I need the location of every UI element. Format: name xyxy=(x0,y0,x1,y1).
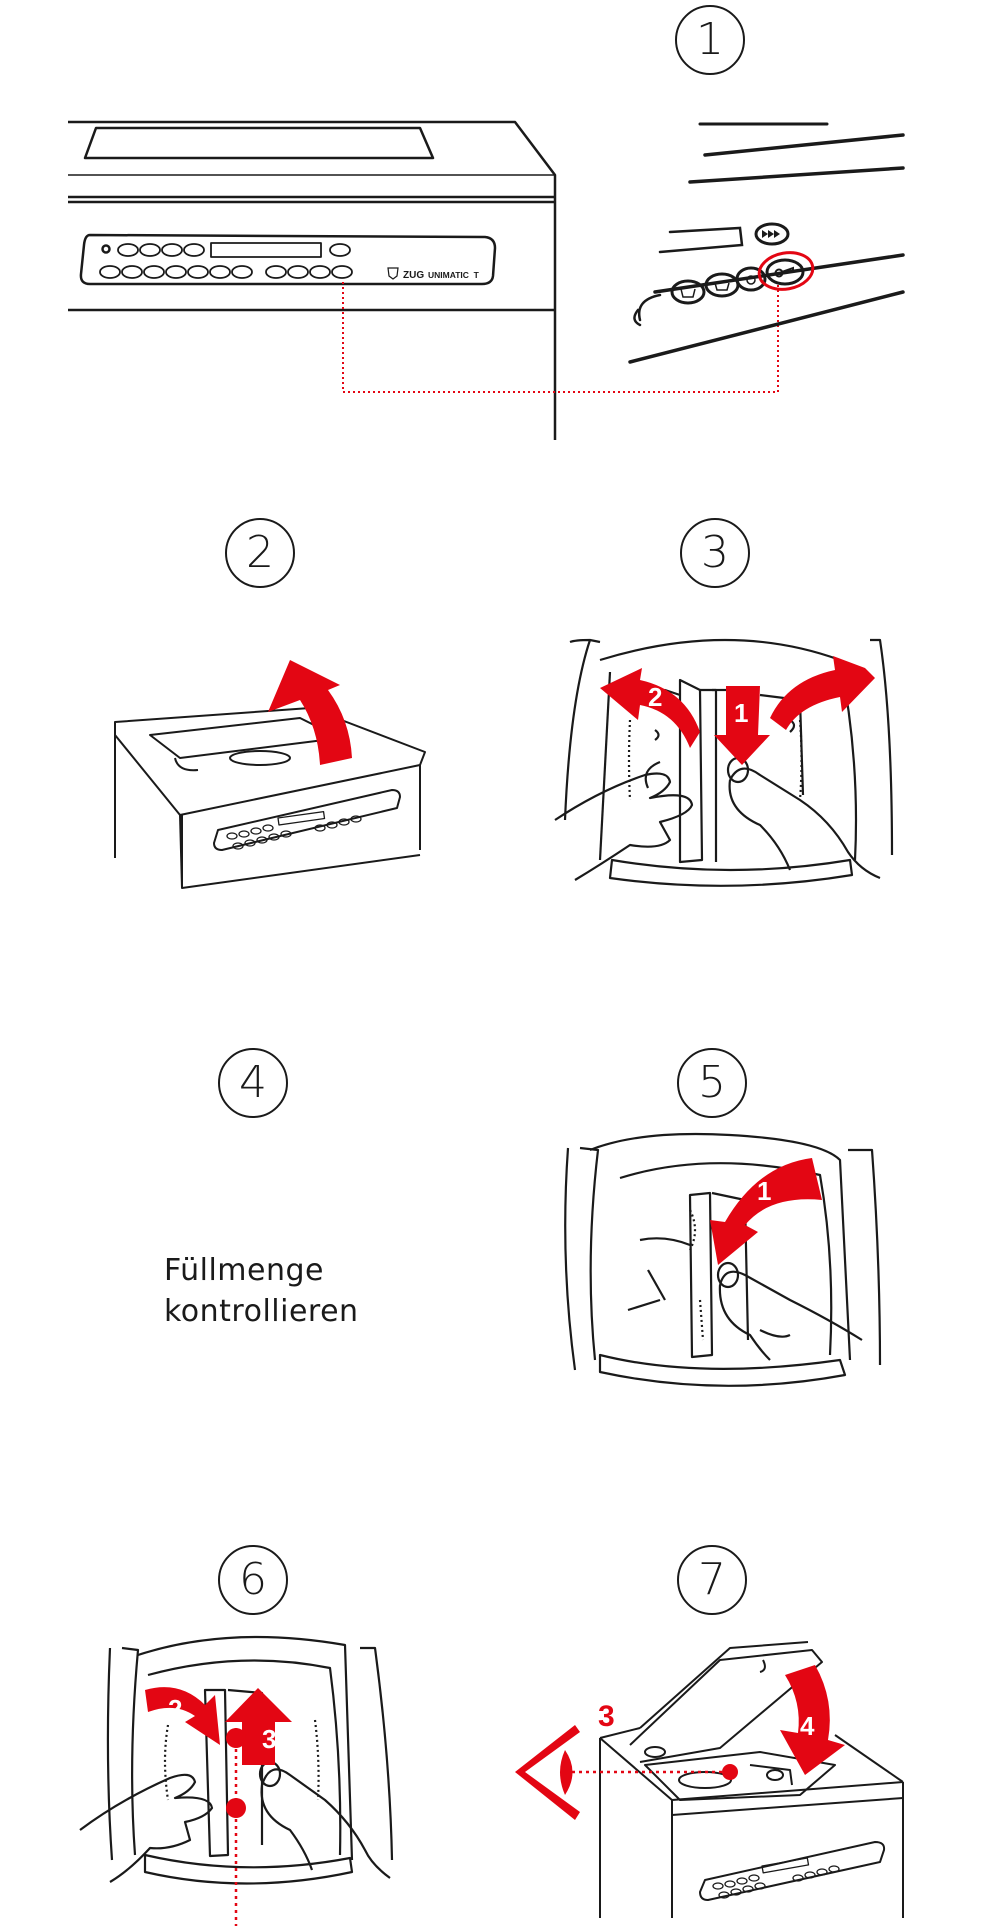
step-2-lid-up-arrow xyxy=(268,660,352,765)
step-6-arrow-3 xyxy=(225,1688,292,1765)
step-7-circle: 7 xyxy=(677,1545,747,1615)
step-7-number: 7 xyxy=(698,1554,726,1605)
step-4-instruction: Füllmenge kontrollieren xyxy=(164,1250,359,1332)
key-button-highlight xyxy=(757,251,815,291)
step-6-circle: 6 xyxy=(218,1545,288,1615)
step-5-arrow-1 xyxy=(710,1158,822,1265)
skip-icon xyxy=(762,230,780,238)
zug-logo-icon xyxy=(387,267,399,280)
step-3-arrow-label-1: 1 xyxy=(734,698,748,728)
step-4-text-line-2: kontrollieren xyxy=(164,1294,359,1329)
key-icon xyxy=(774,266,794,278)
step-1-machine-top xyxy=(68,120,557,440)
panel-brand-label: ZUG xyxy=(403,270,424,281)
step-2-machine xyxy=(114,707,426,889)
step-5-circle: 5 xyxy=(677,1048,747,1118)
step-6-arrow-2 xyxy=(145,1687,220,1745)
step-3-number: 3 xyxy=(701,527,729,578)
step-6-alignment-dot-upper xyxy=(226,1728,246,1748)
step-5-number: 5 xyxy=(698,1057,726,1108)
step-5-arrow-label-1: 1 xyxy=(757,1176,771,1206)
step-1-panel-zoom xyxy=(628,122,905,364)
step-3-circle: 3 xyxy=(680,518,750,588)
step-2-number: 2 xyxy=(246,527,274,578)
step-7-sight-dot xyxy=(722,1764,738,1780)
step-1-zoom-buttons xyxy=(670,222,805,305)
step-3-arrow-label-3: 3 xyxy=(793,656,807,686)
step-7-lid-down-arrow xyxy=(780,1665,845,1775)
step-7-machine xyxy=(599,1641,904,1918)
step-3-arrow-3 xyxy=(770,656,875,730)
step-3-arrow-label-2: 2 xyxy=(648,682,662,712)
step-7-label-3: 3 xyxy=(598,1700,615,1733)
step-4-circle: 4 xyxy=(218,1048,288,1118)
step-3-arrow-2 xyxy=(600,668,700,748)
step-5-drum xyxy=(564,1132,882,1387)
step-6-arrow-label-3: 3 xyxy=(262,1724,276,1754)
step-1-leader-line xyxy=(342,282,779,393)
step-6-number: 6 xyxy=(239,1554,267,1605)
step-6-arrow-label-2: 2 xyxy=(168,1694,182,1724)
step-6-drum xyxy=(79,1635,394,1885)
step-2-circle: 2 xyxy=(225,518,295,588)
step-1-number: 1 xyxy=(696,14,724,65)
eye-icon xyxy=(515,1725,580,1820)
step-6-alignment-dot-lower xyxy=(226,1798,246,1818)
step-7-arrow-label-4: 4 xyxy=(800,1711,815,1741)
step-1-circle: 1 xyxy=(675,5,745,75)
step-3-arrow-1 xyxy=(714,686,770,765)
panel-model-label: UNIMATIC T xyxy=(428,270,480,280)
step-4-text-line-1: Füllmenge xyxy=(164,1253,324,1288)
wash-icon xyxy=(680,275,756,298)
step-4-number: 4 xyxy=(239,1057,267,1108)
